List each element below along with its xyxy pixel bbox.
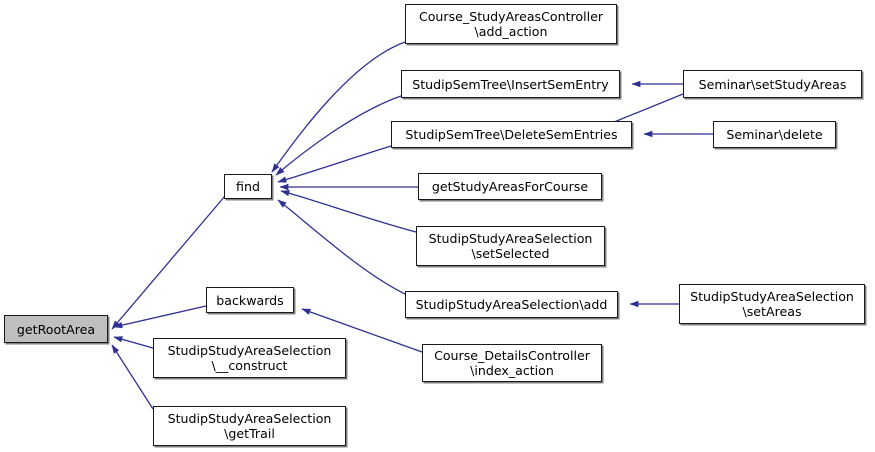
graph-node-backwards[interactable]: backwards (206, 287, 294, 313)
edge-setSelected-to-find (280, 190, 417, 233)
graph-node-setSelected[interactable]: StudipStudyAreaSelection \setSelected (416, 226, 605, 266)
graph-node-label: getRootArea (16, 321, 96, 337)
graph-node-setAreas[interactable]: StudipStudyAreaSelection \setAreas (679, 284, 865, 324)
graph-node-find[interactable]: find (224, 174, 272, 199)
graph-node-label: StudipStudyAreaSelection\add (415, 297, 608, 312)
edge-construct-to-getRootArea (113, 336, 154, 349)
graph-node-label: StudipSemTree\InsertSemEntry (412, 76, 609, 92)
graph-node-setStudyAreas[interactable]: Seminar\setStudyAreas (683, 70, 862, 98)
edge-backwards-to-getRootArea (113, 305, 207, 329)
edge-addAction-to-find (271, 41, 406, 173)
edge-insertSemEntry-to-find (275, 95, 402, 176)
graph-node-label: getStudyAreasForCourse (431, 179, 589, 194)
graph-node-label: StudipStudyAreaSelection \__construct (167, 343, 332, 373)
graph-node-label: Course_DetailsController \index_action (434, 348, 590, 378)
graph-node-getTrail[interactable]: StudipStudyAreaSelection \getTrail (153, 406, 346, 446)
graph-node-getStudyAreas[interactable]: getStudyAreasForCourse (418, 173, 602, 200)
edge-addMethod-to-find (277, 199, 406, 295)
graph-node-construct[interactable]: StudipStudyAreaSelection \__construct (153, 338, 346, 378)
graph-node-label: find (236, 179, 260, 194)
graph-node-label: StudipSemTree\DeleteSemEntries (405, 127, 618, 142)
edge-indexAction-to-backwards (301, 308, 423, 353)
graph-node-insertSemEntry[interactable]: StudipSemTree\InsertSemEntry (401, 70, 620, 98)
edge-deleteSemEntries-to-find (277, 145, 392, 183)
graph-node-indexAction[interactable]: Course_DetailsController \index_action (422, 344, 602, 382)
graph-node-label: Seminar\delete (726, 127, 823, 142)
graph-node-label: StudipStudyAreaSelection \setSelected (428, 231, 593, 261)
graph-node-label: Seminar\setStudyAreas (698, 76, 847, 92)
graph-node-getRootArea[interactable]: getRootArea (4, 315, 108, 343)
graph-node-label: StudipStudyAreaSelection \getTrail (167, 411, 332, 441)
edge-find-to-getRootArea (111, 195, 226, 330)
graph-node-seminarDelete[interactable]: Seminar\delete (713, 121, 836, 148)
graph-node-label: backwards (216, 292, 284, 308)
graph-node-addAction[interactable]: Course_StudyAreasController \add_action (405, 4, 617, 44)
edge-getTrail-to-getRootArea (111, 344, 154, 410)
graph-node-label: Course_StudyAreasController \add_action (418, 9, 604, 39)
graph-node-label: StudipStudyAreaSelection \setAreas (690, 289, 854, 319)
graph-node-deleteSemEntries[interactable]: StudipSemTree\DeleteSemEntries (391, 121, 632, 148)
graph-node-addMethod[interactable]: StudipStudyAreaSelection\add (405, 291, 618, 318)
